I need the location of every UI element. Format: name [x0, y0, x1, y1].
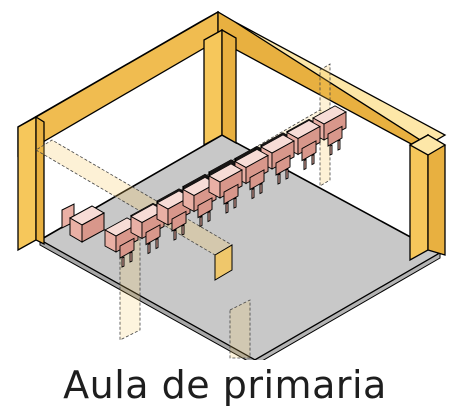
- chair-icon: [249, 169, 265, 200]
- chair-icon: [223, 183, 239, 214]
- chair-icon: [327, 125, 343, 156]
- back-frame: [17, 10, 447, 262]
- teacher-desk-icon: [61, 203, 106, 243]
- desk-icon: [208, 163, 243, 214]
- column-back-icon: [203, 28, 237, 147]
- chair-icon: [197, 197, 213, 228]
- chair-icon: [119, 237, 135, 268]
- front-beam-icon: [214, 244, 233, 281]
- desk-icon: [286, 119, 321, 171]
- column-left-icon: [17, 115, 45, 252]
- desk-grid: [104, 105, 347, 268]
- caption-title: Aula de primaria: [63, 363, 387, 407]
- floor: [38, 134, 442, 360]
- chair-icon: [301, 140, 317, 171]
- column-right-icon: [408, 133, 447, 262]
- chair-icon: [171, 210, 187, 241]
- chair-icon: [145, 224, 161, 255]
- chair-icon: [275, 154, 291, 185]
- classroom-isometric-illustration: [17, 10, 447, 360]
